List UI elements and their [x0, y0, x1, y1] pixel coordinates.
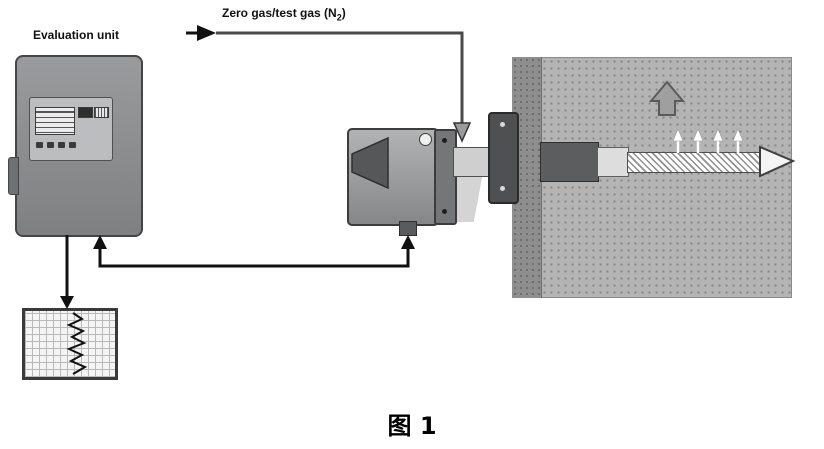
zero-gas-text: Zero gas/test gas (N [222, 6, 337, 20]
recorder-trace [66, 312, 88, 375]
flange-bolt [500, 122, 505, 127]
analyzer-signal-fitting [399, 221, 417, 236]
analyzer-knob [419, 133, 432, 146]
flange-bolt [442, 209, 447, 214]
panel-button [58, 142, 65, 148]
duct-flange [488, 112, 519, 204]
analyzer-flange [434, 129, 457, 225]
zero-gas-line [216, 31, 464, 126]
probe-coupling [597, 147, 629, 177]
zero-gas-label: Zero gas/test gas (N2) [222, 6, 346, 22]
probe-perforated-tube [627, 152, 764, 173]
panel-button [69, 142, 76, 148]
evaluation-unit-display [35, 107, 75, 135]
signal-up-arrow-left-icon [93, 235, 107, 249]
evaluation-unit [8, 55, 143, 237]
gas-inlet-arrow-icon [197, 25, 216, 41]
flange-bolt [500, 186, 505, 191]
flange-bolt [442, 138, 447, 143]
panel-button [36, 142, 43, 148]
signal-loop-line [98, 246, 410, 268]
zero-gas-suffix: ) [341, 6, 346, 20]
panel-button [47, 142, 54, 148]
panel-chip [78, 107, 93, 118]
evaluation-unit-panel [29, 97, 113, 161]
panel-chip [94, 107, 109, 118]
probe-inner-body [540, 142, 599, 182]
signal-up-arrow-right-icon [401, 235, 415, 249]
evaluation-unit-mount-tab [8, 157, 19, 195]
chart-recorder [22, 308, 118, 380]
evaluation-unit-label: Evaluation unit [33, 28, 120, 42]
gas-analyzer [347, 128, 439, 226]
zero-gas-subscript: 2 [336, 12, 342, 23]
recorder-trace-line [66, 312, 88, 375]
figure-caption: 图 1 [387, 412, 437, 440]
